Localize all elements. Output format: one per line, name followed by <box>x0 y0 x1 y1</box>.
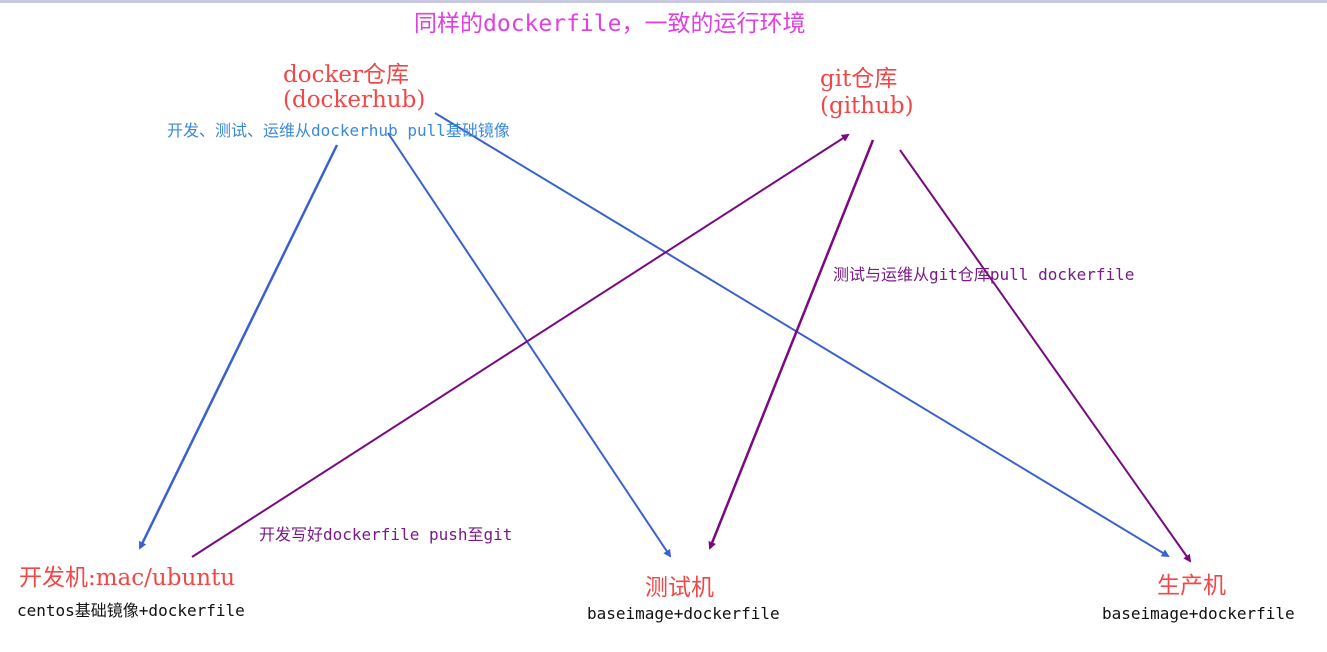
diagram-title: 同样的dockerfile，一致的运行环境 <box>414 11 806 37</box>
prod-machine-label: 生产机 <box>1157 573 1226 599</box>
note-pull-base: 开发、测试、运维从dockerhub pull基础镜像 <box>167 121 510 140</box>
arrow-git-to-test <box>708 139 875 550</box>
docker-repo-sub: (dockerhub) <box>283 87 426 113</box>
arrow-dev-to-git <box>191 133 850 558</box>
prod-machine-desc: baseimage+dockerfile <box>1102 604 1295 623</box>
arrow-dockerhub-to-dev <box>138 144 339 550</box>
dev-machine-desc: centos基础镜像+dockerfile <box>17 601 245 620</box>
git-repo-label: git仓库 <box>820 66 898 92</box>
note-pull-dockerfile: 测试与运维从git仓库pull dockerfile <box>833 265 1135 284</box>
docker-repo-label: docker仓库 <box>283 62 409 88</box>
test-machine-desc: baseimage+dockerfile <box>587 604 780 623</box>
note-push: 开发写好dockerfile push至git <box>259 525 513 544</box>
top-border <box>0 0 1327 3</box>
dev-machine-label: 开发机:mac/ubuntu <box>19 565 236 591</box>
arrow-dockerhub-to-test <box>387 132 672 558</box>
arrow-git-to-prod <box>899 149 1192 563</box>
arrow-dockerhub-to-prod <box>434 112 1170 558</box>
git-repo-sub: (github) <box>820 93 914 119</box>
test-machine-label: 测试机 <box>645 575 714 601</box>
